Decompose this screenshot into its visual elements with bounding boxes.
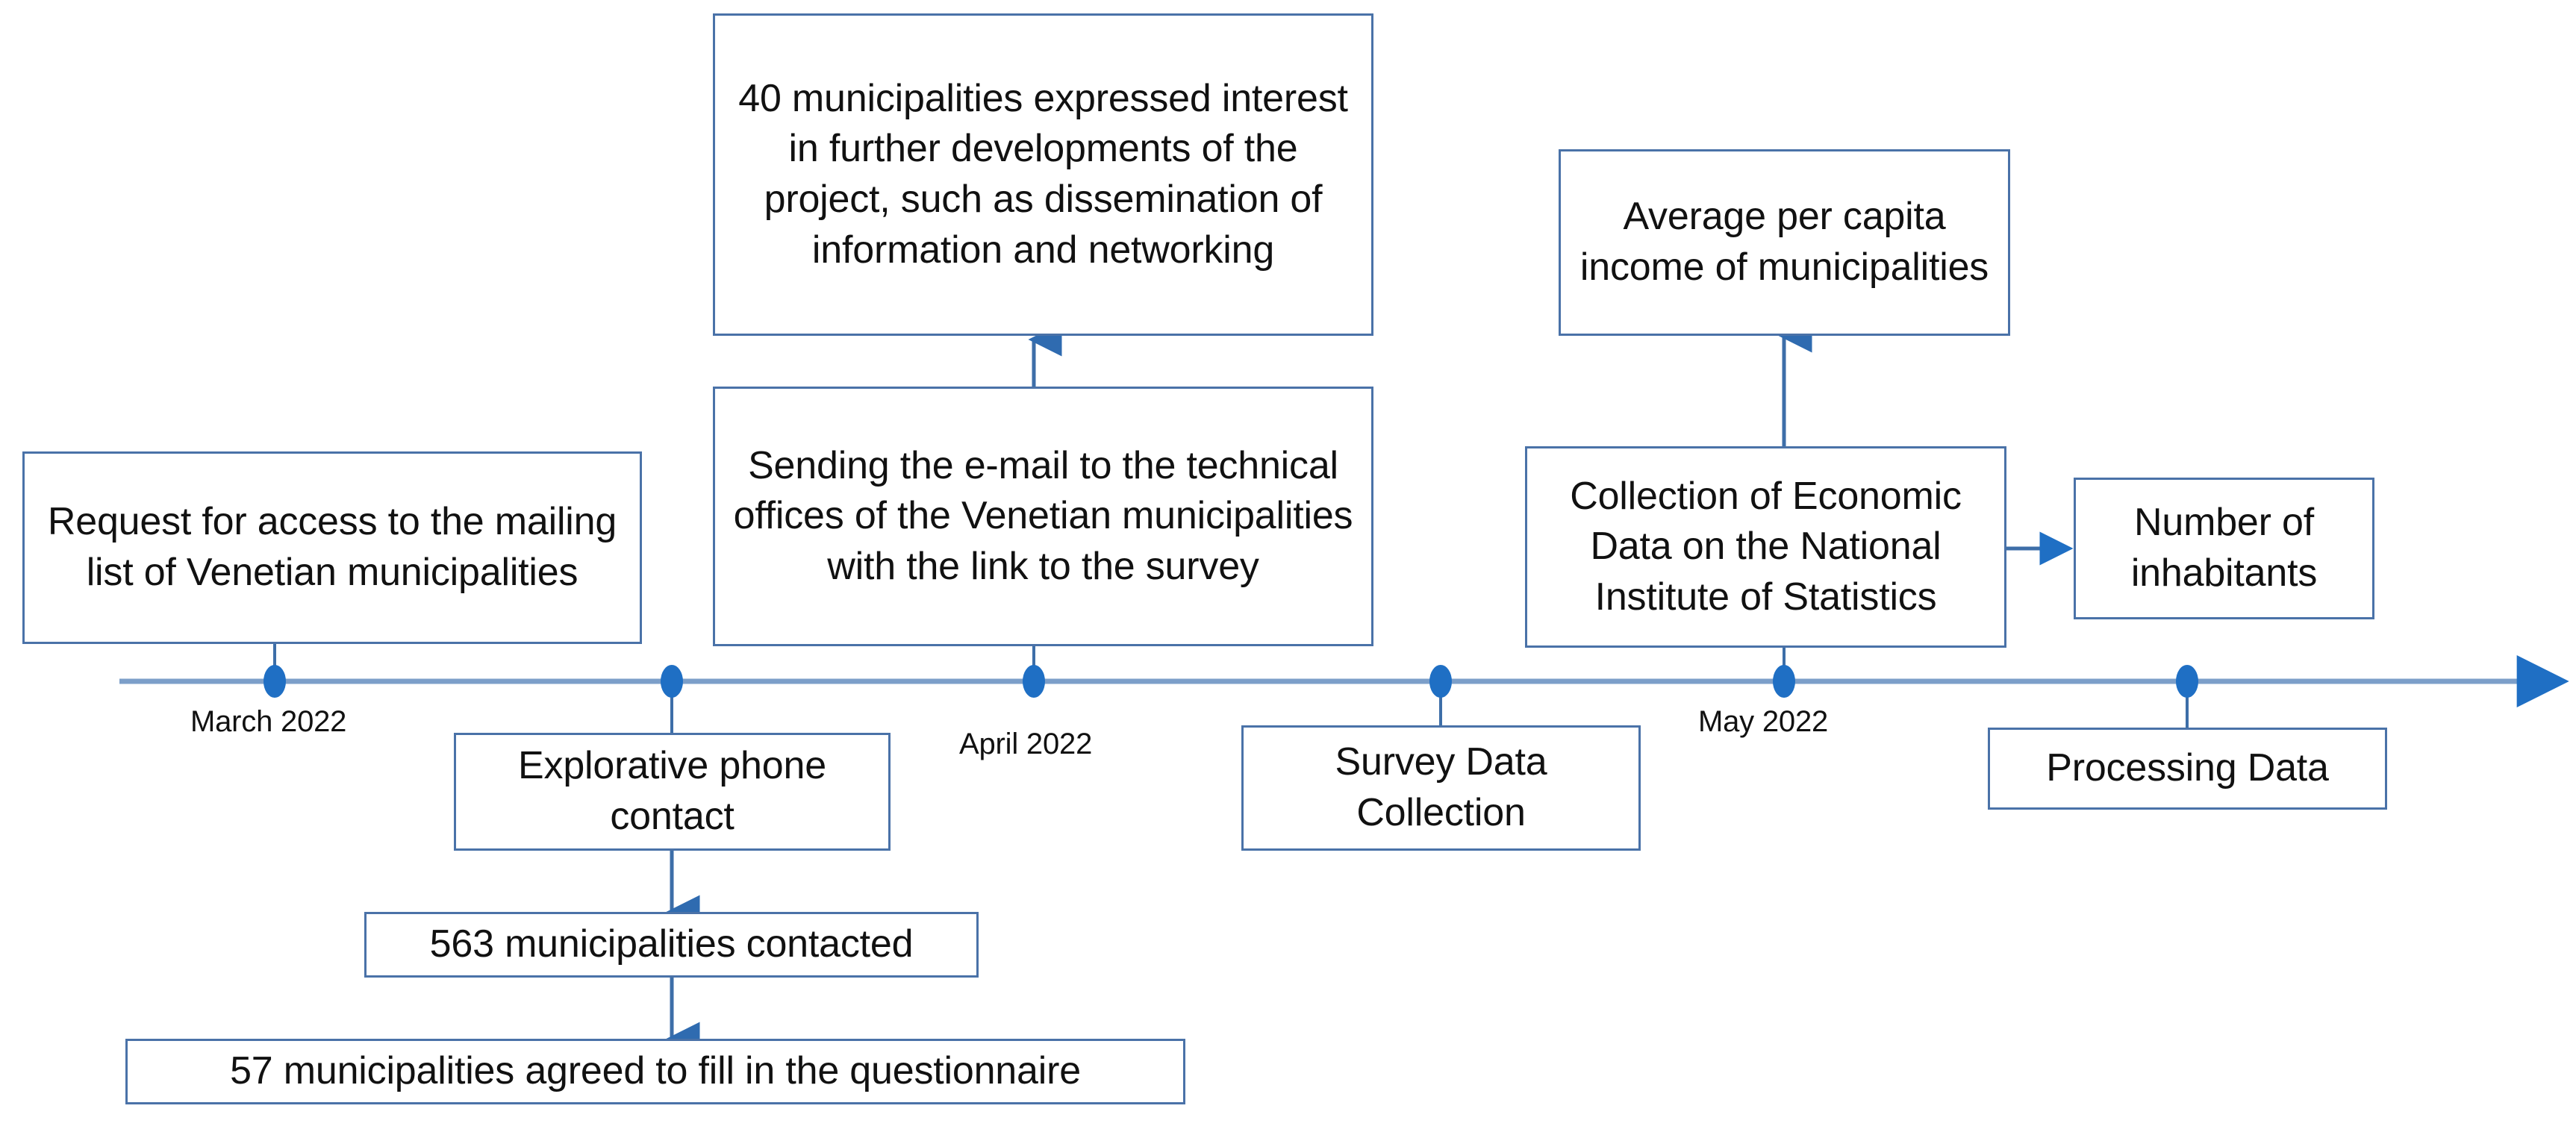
node-avg-income-label: Average per capita income of municipalit… <box>1579 195 1989 289</box>
node-request-access-label: Request for access to the mailing list o… <box>47 500 617 594</box>
timeline-marker-3[interactable] <box>1023 665 1045 698</box>
node-inhabitants[interactable]: Number of inhabitants <box>2074 478 2374 619</box>
timeline-date-march: March 2022 <box>190 705 347 738</box>
node-survey-collection[interactable]: Survey Data Collection <box>1241 725 1641 851</box>
timeline-date-april: April 2022 <box>959 728 1093 760</box>
node-sending-email-label: Sending the e-mail to the technical offi… <box>733 443 1353 588</box>
node-interest[interactable]: 40 municipalities expressed interest in … <box>713 13 1373 336</box>
timeline-marker-6[interactable] <box>2176 665 2198 698</box>
node-sending-email[interactable]: Sending the e-mail to the technical offi… <box>713 387 1373 646</box>
node-contacted-label: 563 municipalities contacted <box>429 922 914 966</box>
node-processing[interactable]: Processing Data <box>1988 728 2387 810</box>
node-contacted[interactable]: 563 municipalities contacted <box>364 912 979 978</box>
node-request-access[interactable]: Request for access to the mailing list o… <box>22 451 642 644</box>
timeline-date-may: May 2022 <box>1698 705 1829 738</box>
timeline-marker-5[interactable] <box>1773 665 1795 698</box>
node-avg-income[interactable]: Average per capita income of municipalit… <box>1559 149 2010 336</box>
node-inhabitants-label: Number of inhabitants <box>2130 501 2318 595</box>
node-economic-data-label: Collection of Economic Data on the Natio… <box>1570 474 1962 619</box>
node-interest-label: 40 municipalities expressed interest in … <box>738 76 1348 272</box>
timeline-marker-1[interactable] <box>263 665 286 698</box>
node-agreed[interactable]: 57 municipalities agreed to fill in the … <box>125 1039 1185 1104</box>
node-agreed-label: 57 municipalities agreed to fill in the … <box>230 1049 1081 1093</box>
node-processing-label: Processing Data <box>2046 746 2329 790</box>
node-economic-data[interactable]: Collection of Economic Data on the Natio… <box>1525 446 2006 648</box>
node-explorative-call[interactable]: Explorative phone contact <box>454 733 891 851</box>
node-explorative-call-label: Explorative phone contact <box>518 744 826 838</box>
timeline-marker-2[interactable] <box>661 665 683 698</box>
node-survey-collection-label: Survey Data Collection <box>1335 740 1547 834</box>
timeline-marker-4[interactable] <box>1429 665 1452 698</box>
